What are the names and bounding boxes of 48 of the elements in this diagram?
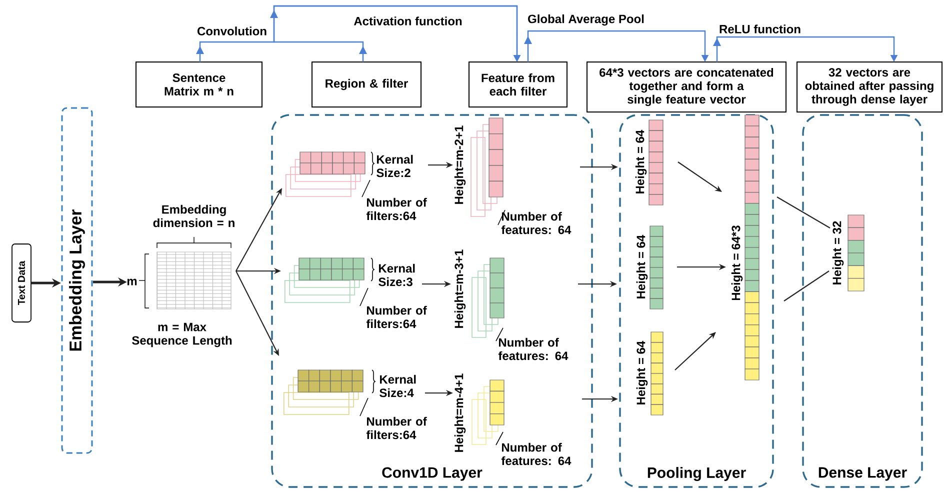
arrow — [524, 30, 709, 62]
label: Activation function — [354, 16, 462, 26]
embedding-matrix-drawing — [138, 236, 232, 310]
vector-column — [744, 114, 760, 380]
text-box: 32 vectors are obtained after passing through dense layer — [796, 62, 942, 112]
text-box: Feature from each filter — [468, 62, 568, 108]
height-label: Height = 64 — [636, 340, 648, 404]
height-label: Height = 64 — [635, 130, 647, 194]
input-box: Text Data — [12, 244, 32, 322]
height-label: Height = 64*3 — [731, 226, 743, 300]
height-label: Height=m-4+1 — [454, 374, 466, 452]
annotation-label: Kernal Size:3 — [378, 264, 415, 286]
connector-line — [776, 196, 830, 228]
height-label: Height=m-2+1 — [454, 126, 466, 204]
arrow — [674, 332, 716, 370]
text-box: Region & filter — [312, 62, 422, 108]
annotation-label: Number of features: 64 — [498, 338, 568, 360]
layer-box: Embedding Layer — [61, 107, 93, 454]
feature-map-stack — [472, 258, 504, 338]
annotation-label: Number of features: 64 — [501, 212, 572, 234]
annotation-label: Kernal Size:2 — [376, 154, 413, 178]
annotation-label: Number of filters:64 — [366, 416, 427, 440]
vector-column — [650, 332, 664, 416]
vector-column — [650, 226, 664, 310]
feature-map-stack — [470, 118, 504, 217]
vector-column — [648, 120, 664, 206]
annotation-label: Number of filters:64 — [366, 306, 427, 328]
edge-label: Global Average Pool — [526, 13, 646, 27]
arrow — [713, 36, 898, 62]
connector-line — [784, 270, 830, 302]
annotation-label: m — [127, 278, 137, 286]
filter-stack — [284, 370, 364, 415]
annotation-label: m = Max Sequence Length — [132, 322, 232, 348]
filter-stack — [284, 258, 364, 303]
height-label: Height = 32 — [832, 221, 844, 284]
text-box: 64*3 vectors are concatenated together and form a single feature vector — [586, 62, 786, 112]
filter-stack — [286, 152, 366, 197]
height-label: Height = 64 — [636, 234, 648, 298]
text-box: Sentence Matrix m * n — [136, 62, 262, 108]
label: Convolution — [198, 26, 266, 36]
vector-column — [848, 214, 864, 292]
arrow — [273, 5, 521, 62]
annotation-label: Kernal Size:4 — [380, 374, 416, 398]
height-label: Height=m-3+1 — [454, 250, 466, 328]
edge-label: ReLU function — [718, 24, 802, 34]
annotation-label: Number of filters:64 — [366, 198, 427, 220]
annotation-label: Embedding dimension = n — [153, 204, 234, 228]
annotation-label: Number of features: 64 — [501, 442, 572, 466]
